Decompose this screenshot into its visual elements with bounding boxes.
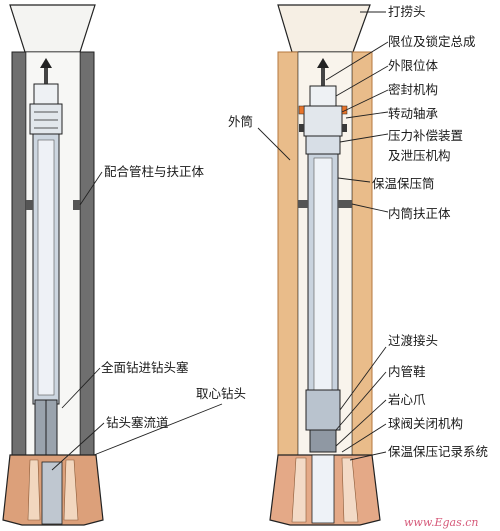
label-outer-barrel: 外筒 bbox=[228, 114, 253, 129]
right-transition-joint bbox=[305, 389, 341, 431]
right-tool bbox=[269, 4, 381, 526]
label-recording-system: 保温保压记录系统 bbox=[388, 444, 488, 459]
label-full-face-plug: 全面钻进钻头塞 bbox=[101, 360, 189, 375]
left-tool bbox=[2, 4, 104, 526]
left-spear-head bbox=[40, 58, 52, 68]
label-plug-channel: 钻头塞流道 bbox=[106, 415, 169, 430]
label-coring-bit: 取心钻头 bbox=[196, 386, 246, 401]
label-rotary-bearing: 转动轴承 bbox=[388, 106, 439, 121]
right-seal-block bbox=[303, 105, 343, 137]
right-spear-head bbox=[317, 58, 329, 68]
label-outer-limiter: 外限位体 bbox=[388, 58, 439, 73]
right-core-claw bbox=[309, 429, 337, 453]
label-pressure-comp-1: 压力补偿装置 bbox=[388, 128, 463, 143]
right-outer-wall-left bbox=[277, 51, 299, 468]
right-inner-core bbox=[313, 157, 333, 405]
label-transition-joint: 过渡接头 bbox=[388, 333, 438, 348]
label-seal-mechanism: 密封机构 bbox=[388, 82, 438, 97]
label-inner-shoe: 内管鞋 bbox=[388, 364, 426, 379]
label-ball-valve: 球阀关闭机构 bbox=[388, 416, 463, 431]
left-centralizer-2 bbox=[73, 200, 80, 210]
watermark: www.Egas.cn bbox=[404, 516, 478, 529]
right-outer-wall-right bbox=[351, 51, 373, 468]
label-inner-centralizer: 内筒扶正体 bbox=[388, 206, 451, 221]
label-pressure-comp-2: 及泄压机构 bbox=[388, 148, 451, 163]
label-pipe-string: 配合管柱与扶正体 bbox=[104, 164, 205, 179]
right-limit-lock bbox=[309, 85, 337, 107]
label-insulated-barrel: 保温保压筒 bbox=[372, 176, 435, 191]
right-top-funnel bbox=[277, 4, 371, 53]
left-leaders bbox=[51, 171, 223, 471]
label-core-claw: 岩心爪 bbox=[388, 392, 426, 407]
left-outer-wall-left bbox=[11, 51, 27, 468]
left-centralizer-1 bbox=[26, 200, 33, 210]
label-limit-lock: 限位及锁定总成 bbox=[388, 34, 476, 49]
left-inner-core bbox=[37, 139, 55, 396]
left-top-funnel bbox=[9, 4, 96, 53]
left-collar-ring bbox=[29, 103, 63, 135]
label-fishing-head: 打捞头 bbox=[388, 4, 426, 19]
left-outer-wall-right bbox=[79, 51, 95, 468]
left-upper-collar bbox=[33, 83, 59, 107]
left-spear-stem bbox=[44, 68, 48, 84]
right-leaders bbox=[257, 11, 389, 461]
